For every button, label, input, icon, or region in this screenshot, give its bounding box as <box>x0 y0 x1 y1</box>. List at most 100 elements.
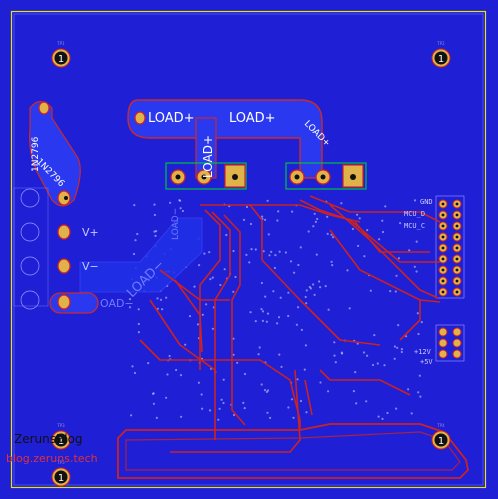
via <box>296 378 299 381</box>
via <box>134 239 137 242</box>
via <box>193 285 196 288</box>
via <box>128 298 132 301</box>
via <box>258 346 261 349</box>
via <box>304 344 307 347</box>
diode-label-a: 1N2796 <box>31 136 41 172</box>
mounting-hole-label: 1 <box>438 436 444 447</box>
via <box>291 210 294 213</box>
header-pin-drill <box>441 224 445 228</box>
via <box>168 354 171 358</box>
via <box>381 219 384 222</box>
via <box>147 362 150 365</box>
mounting-hole-designator: TP2 <box>436 41 445 46</box>
watermark-name: ZerunsBlog <box>14 432 83 446</box>
via <box>408 249 411 252</box>
via <box>217 418 220 421</box>
via <box>169 201 172 204</box>
via <box>152 402 155 405</box>
via <box>333 354 336 357</box>
via <box>197 381 200 384</box>
via <box>245 205 249 209</box>
via <box>319 381 322 384</box>
via <box>366 229 369 232</box>
via <box>266 312 270 315</box>
via <box>159 298 163 301</box>
via <box>260 308 263 311</box>
via <box>242 218 246 221</box>
mounting-hole-designator: TP5 <box>56 460 65 465</box>
pin-header-power <box>435 324 465 362</box>
via <box>156 297 159 300</box>
via <box>262 250 265 253</box>
load-plus-pour <box>127 99 323 179</box>
via <box>378 238 381 241</box>
bottom-edge-trace <box>117 423 469 479</box>
via <box>245 253 248 256</box>
via <box>307 230 310 233</box>
via <box>377 415 380 418</box>
load-minus-pour <box>79 217 203 293</box>
via <box>395 407 398 410</box>
via <box>243 372 247 376</box>
via <box>188 315 192 318</box>
via <box>300 328 303 331</box>
via <box>417 391 420 394</box>
via <box>165 396 168 399</box>
header-pin-drill <box>441 268 445 272</box>
via <box>249 311 252 314</box>
via <box>280 365 283 368</box>
header-pin-drill <box>441 257 445 261</box>
via <box>299 399 303 403</box>
via <box>156 307 159 310</box>
via <box>284 251 287 254</box>
via <box>393 345 396 348</box>
via <box>232 413 236 417</box>
via <box>273 266 276 270</box>
via <box>166 373 169 376</box>
via <box>354 371 357 374</box>
via <box>180 415 183 418</box>
connector-5v-label: +5V <box>420 358 433 366</box>
via <box>220 398 223 401</box>
via <box>209 278 212 281</box>
via <box>305 411 308 414</box>
via <box>254 248 257 251</box>
via <box>196 323 200 326</box>
via <box>327 308 330 311</box>
header-pin-drill <box>455 246 459 250</box>
via <box>397 324 400 327</box>
via <box>130 414 133 417</box>
pin-header-right <box>435 195 465 299</box>
via <box>277 210 280 213</box>
via <box>249 222 253 226</box>
via <box>201 313 204 316</box>
via <box>405 335 408 338</box>
via <box>152 392 155 395</box>
header-pin-drill <box>455 213 459 217</box>
via <box>400 350 403 354</box>
via <box>394 290 397 293</box>
via <box>369 289 372 292</box>
via <box>175 368 178 372</box>
via <box>261 319 264 322</box>
via <box>413 199 417 202</box>
via <box>264 295 267 298</box>
via <box>181 209 184 213</box>
via <box>316 217 319 221</box>
header-pin-drill <box>441 246 445 250</box>
via <box>243 407 246 410</box>
via <box>315 253 318 256</box>
via <box>417 332 420 336</box>
via <box>137 331 140 334</box>
via <box>357 244 360 247</box>
via <box>383 364 386 367</box>
via <box>267 389 270 392</box>
via <box>287 406 290 409</box>
via <box>133 204 136 207</box>
via <box>272 290 275 293</box>
via <box>133 371 137 375</box>
via <box>373 334 376 337</box>
